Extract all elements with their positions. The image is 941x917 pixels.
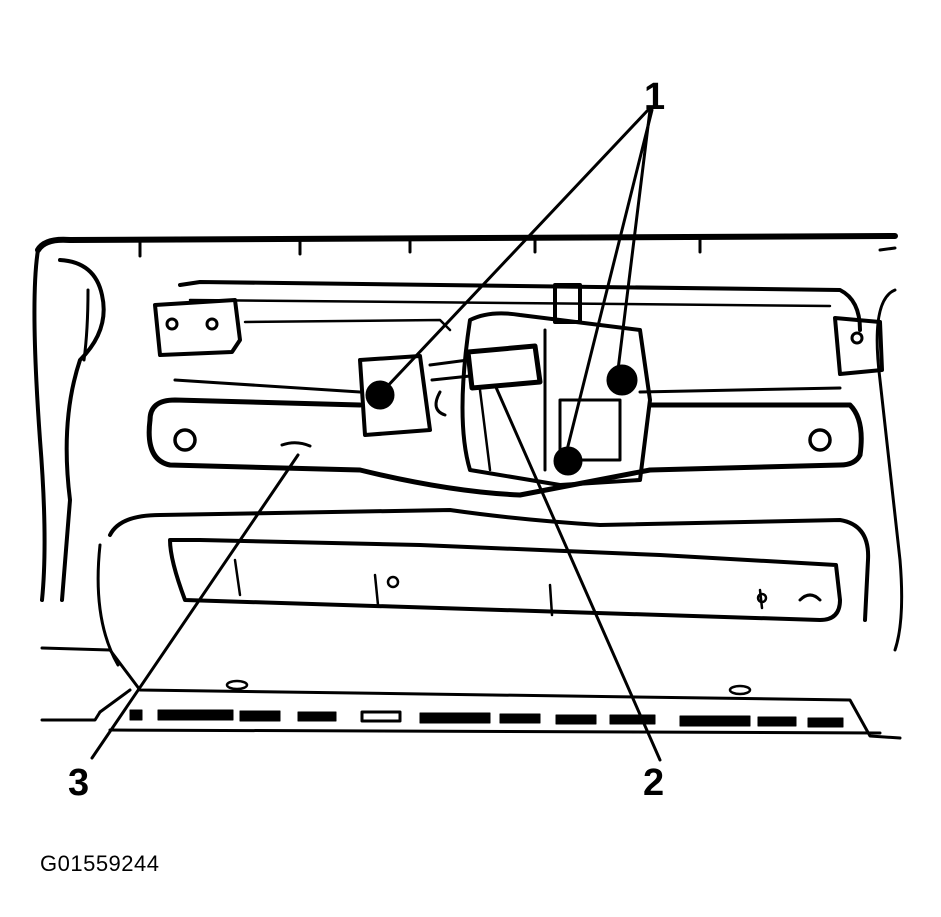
callout-3-label: 3 xyxy=(68,762,90,804)
bolt-right-upper xyxy=(606,364,638,396)
leader-2 xyxy=(493,383,662,762)
leader-1-mid xyxy=(615,108,652,380)
figure-id: G01559244 xyxy=(40,851,160,876)
bottom-edge-strip xyxy=(40,646,902,740)
leader-lines xyxy=(90,108,662,762)
latch-bolts xyxy=(365,364,638,476)
right-bracket xyxy=(833,316,884,376)
callout-2-label: 2 xyxy=(643,762,665,804)
lower-cross-rail xyxy=(146,397,864,498)
leader-1-left xyxy=(380,108,650,394)
leader-1-right xyxy=(563,108,654,460)
upper-frame xyxy=(173,280,862,394)
callout-1-label: 1 xyxy=(644,76,666,118)
leader-3 xyxy=(90,453,300,760)
lower-trim-panel xyxy=(96,508,871,667)
electrical-connector xyxy=(428,343,543,417)
left-bracket xyxy=(153,298,242,357)
outer-body-panel xyxy=(32,233,904,652)
